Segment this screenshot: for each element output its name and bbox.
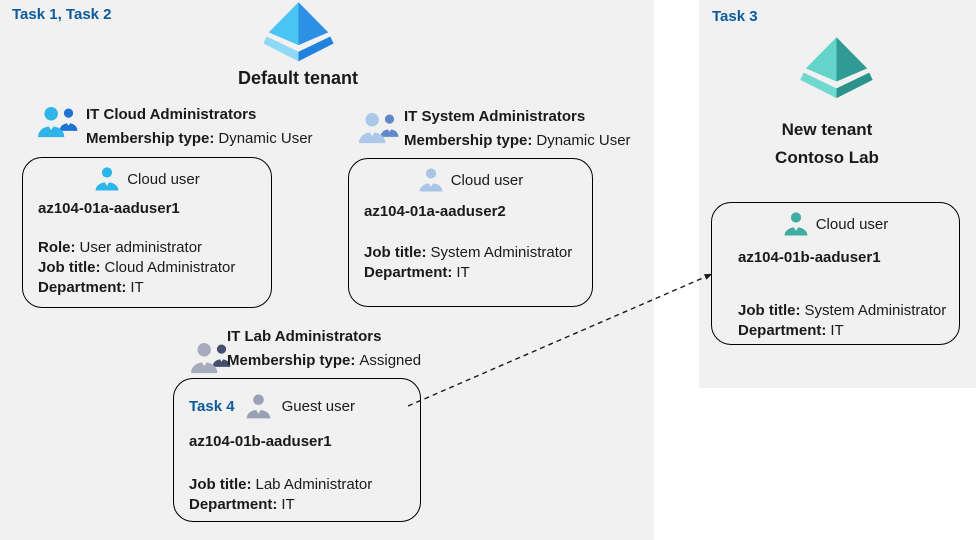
- task-1-2-label: Task 1, Task 2: [12, 6, 112, 23]
- group-icon-cloud-admins: [38, 107, 78, 138]
- group-cloud-admins: IT Cloud Administrators Membership type:…: [86, 103, 313, 151]
- default-tenant-region: [0, 0, 654, 540]
- cloud-user-icon: [419, 168, 443, 192]
- card-cloud-user-1-header: Cloud user: [23, 166, 271, 192]
- group-system-admins-membership: Membership type:Dynamic User: [404, 132, 631, 149]
- card-new-tenant-user-details: Job title:System Administrator Departmen…: [738, 301, 946, 341]
- task-4-label: Task 4: [189, 398, 235, 415]
- group-system-admins-name: IT System Administrators: [404, 108, 586, 125]
- group-lab-admins: IT Lab Administrators Membership type:As…: [227, 325, 421, 373]
- card-cloud-user-1: Cloud user az104-01a-aaduser1 Role:User …: [22, 157, 272, 308]
- card-cloud-user-2: Cloud user az104-01a-aaduser2 Job title:…: [348, 158, 593, 307]
- card-new-tenant-user-header: Cloud user: [712, 211, 959, 237]
- card-cloud-user-2-type: Cloud user: [450, 171, 524, 189]
- card-cloud-user-2-header: Cloud user: [349, 167, 592, 193]
- new-tenant-title-line2: Contoso Lab: [775, 148, 879, 167]
- detail-line: Role:User administrator: [38, 239, 203, 256]
- card-cloud-user-1-type: Cloud user: [127, 170, 200, 188]
- card-cloud-user-1-details: Role:User administrator Job title:Cloud …: [38, 238, 235, 298]
- group-cloud-admins-membership: Membership type:Dynamic User: [86, 130, 313, 147]
- card-cloud-user-2-details: Job title:System Administrator Departmen…: [364, 243, 572, 283]
- group-lab-admins-name: IT Lab Administrators: [227, 328, 382, 345]
- detail-line: Department:IT: [189, 496, 295, 513]
- cloud-user-icon: [784, 212, 808, 236]
- default-tenant-title: Default tenant: [237, 68, 358, 88]
- detail-line: Department:IT: [364, 264, 470, 281]
- cloud-user-icon: [95, 167, 119, 191]
- group-icon-system-admins: [359, 113, 399, 144]
- task-3-label: Task 3: [712, 8, 758, 25]
- card-new-tenant-user-name: az104-01b-aaduser1: [738, 249, 881, 266]
- detail-line: Job title:Lab Administrator: [189, 476, 373, 493]
- azure-ad-tenant-icon-teal: [800, 37, 873, 99]
- group-cloud-admins-name: IT Cloud Administrators: [86, 106, 257, 123]
- detail-line: Job title:Cloud Administrator: [38, 259, 236, 276]
- detail-line: Department:IT: [738, 322, 844, 339]
- new-tenant-title-line1: New tenant: [781, 120, 873, 139]
- card-guest-user-name: az104-01b-aaduser1: [189, 433, 332, 450]
- guest-user-icon: [246, 394, 270, 419]
- azure-ad-tenant-icon: [263, 2, 334, 62]
- group-system-admins: IT System Administrators Membership type…: [404, 105, 631, 153]
- card-cloud-user-1-name: az104-01a-aaduser1: [38, 200, 180, 217]
- card-guest-user-header: Task 4 Guest user: [189, 393, 355, 420]
- card-guest-user-details: Job title:Lab Administrator Department:I…: [189, 475, 372, 515]
- detail-line: Department:IT: [38, 279, 144, 296]
- detail-line: Job title:System Administrator: [364, 244, 573, 261]
- card-cloud-user-2-name: az104-01a-aaduser2: [364, 203, 506, 220]
- group-icon-lab-admins: [191, 343, 231, 374]
- card-new-tenant-user-type: Cloud user: [815, 215, 889, 233]
- detail-line: Job title:System Administrator: [738, 302, 947, 319]
- card-guest-user-type: Guest user: [281, 398, 355, 415]
- card-guest-user: Task 4 Guest user az104-01b-aaduser1 Job…: [173, 378, 421, 522]
- group-lab-admins-membership: Membership type:Assigned: [227, 352, 422, 369]
- card-new-tenant-user: Cloud user az104-01b-aaduser1 Job title:…: [711, 202, 960, 345]
